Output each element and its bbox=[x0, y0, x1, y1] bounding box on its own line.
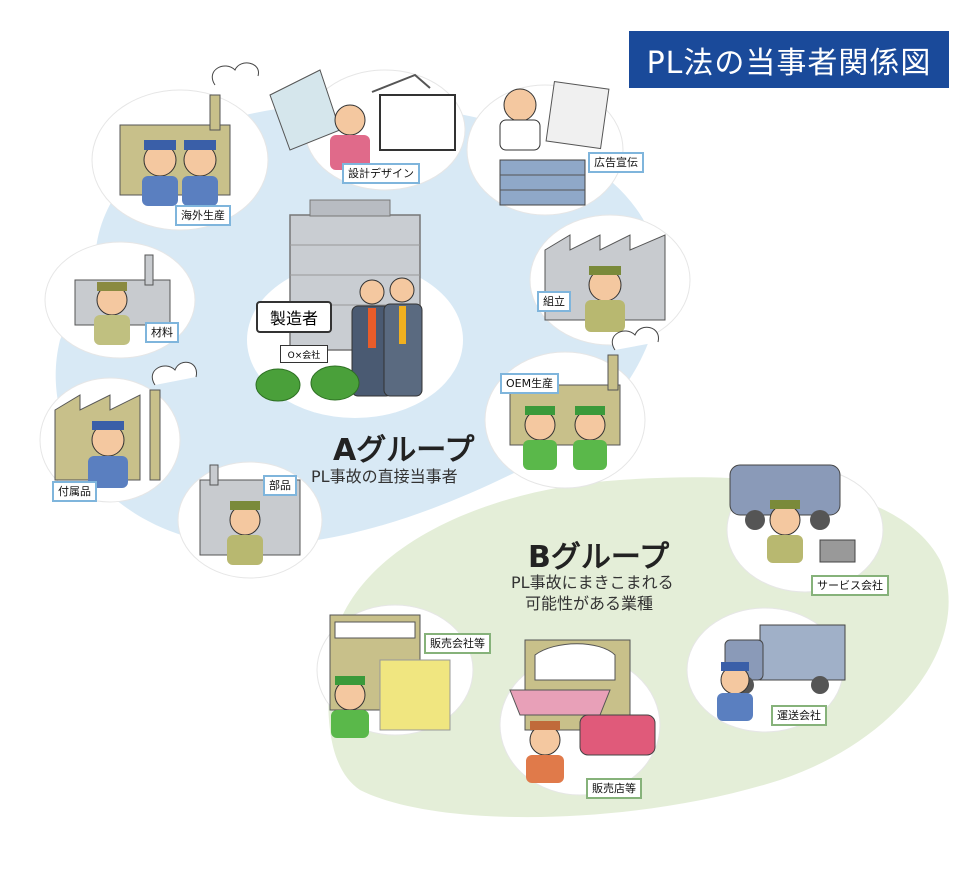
oem-workers-icon bbox=[509, 326, 659, 470]
tag-assembly: 組立 bbox=[537, 291, 571, 312]
bushes-icon bbox=[255, 365, 360, 402]
tag-oem-production: OEM生産 bbox=[500, 373, 560, 394]
group-a-subtitle: PL事故の直接当事者 bbox=[311, 467, 458, 486]
shop-icon bbox=[509, 639, 656, 783]
tag-service-company: サービス会社 bbox=[811, 575, 889, 596]
tag-overseas-production: 海外生産 bbox=[175, 205, 231, 226]
tag-shop: 販売店等 bbox=[586, 778, 642, 799]
material-worker-icon bbox=[74, 254, 171, 345]
sales-company-icon bbox=[329, 614, 451, 738]
tag-accessories: 付属品 bbox=[52, 481, 97, 502]
group-b-subtitle-line1: PL事故にまきこまれる bbox=[511, 573, 674, 592]
advertising-icon bbox=[499, 80, 610, 206]
transport-truck-icon bbox=[717, 624, 846, 721]
group-b-title: Bグループ bbox=[528, 540, 670, 575]
tag-sales-company: 販売会社等 bbox=[424, 633, 491, 654]
group-b-subtitle-line2: 可能性がある業種 bbox=[525, 594, 654, 613]
tag-advertising: 広告宣伝 bbox=[588, 152, 644, 173]
tag-parts: 部品 bbox=[263, 475, 297, 496]
group-a-title: Aグループ bbox=[333, 433, 475, 468]
businessmen-icon bbox=[351, 277, 423, 397]
service-van-icon bbox=[729, 464, 856, 563]
assembly-worker-icon bbox=[544, 234, 666, 332]
tag-design: 設計デザイン bbox=[342, 163, 420, 184]
tag-transport-company: 運送会社 bbox=[771, 705, 827, 726]
maker-label: 製造者 bbox=[256, 301, 332, 333]
page-title: PL法の当事者関係図 bbox=[629, 31, 949, 88]
tag-material: 材料 bbox=[145, 322, 179, 343]
factory-workers-icon bbox=[119, 62, 259, 206]
maker-building-icon bbox=[289, 199, 421, 351]
maker-sign: O×会社 bbox=[280, 345, 328, 363]
designer-icon bbox=[269, 69, 456, 170]
accessories-worker-icon bbox=[54, 361, 197, 488]
